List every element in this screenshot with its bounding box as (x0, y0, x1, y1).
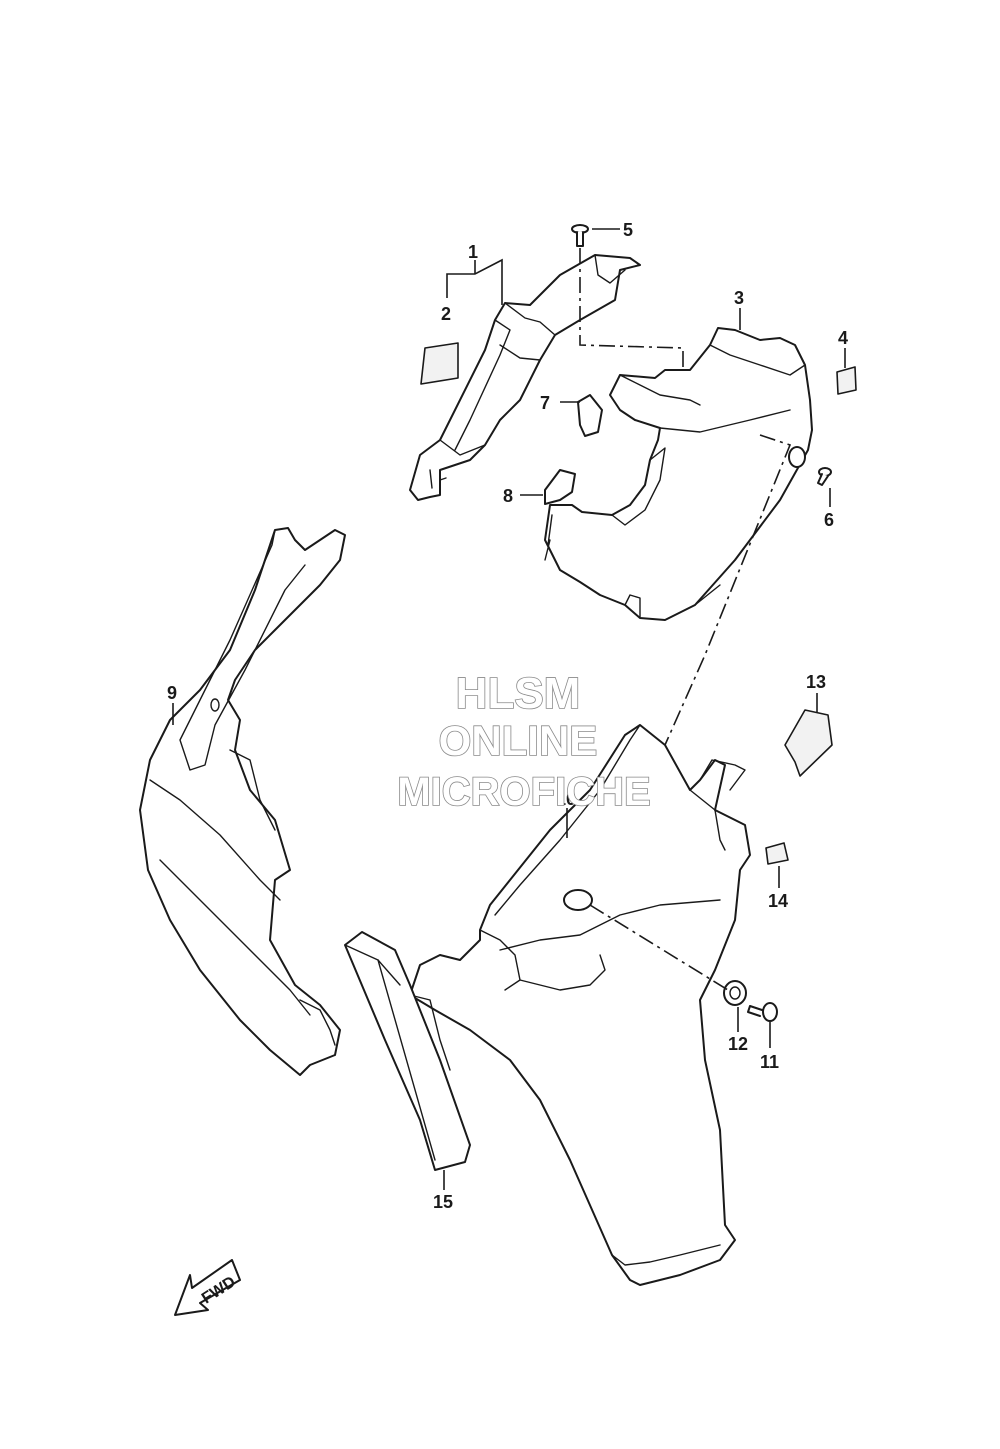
callout-4: 4 (838, 328, 848, 348)
part-4-pad (836, 366, 857, 395)
callout-1: 1 (468, 242, 478, 262)
callout-14: 14 (768, 891, 788, 911)
part-15-seal (344, 931, 471, 1171)
watermark-line-2: ONLINE (439, 717, 598, 764)
callout-2: 2 (441, 304, 451, 324)
part-10-front-cover (409, 724, 751, 1286)
fwd-direction-arrow: FWD (174, 1259, 241, 1316)
watermark-line-3: MICROFICHE (397, 770, 650, 814)
callout-12: 12 (728, 1034, 748, 1054)
fwd-arrow-icon (174, 1259, 241, 1316)
part-5-screw (571, 224, 589, 247)
callout-5: 5 (623, 220, 633, 240)
part-3-inner-cover (544, 327, 813, 621)
watermark: HLSM ONLINE MICROFICHE (397, 668, 652, 815)
part-12-grommet (723, 980, 747, 1006)
part-7-clip (577, 394, 603, 437)
callout-11: 11 (760, 1052, 779, 1072)
callout-13: 13 (806, 672, 826, 692)
callout-7: 7 (540, 393, 550, 413)
callout-6: 6 (824, 510, 834, 530)
part-13-pad (784, 709, 833, 777)
callout-10: 10 (556, 789, 576, 809)
part-6-screw (788, 446, 832, 486)
callout-9: 9 (167, 683, 177, 703)
callout-8: 8 (503, 486, 513, 506)
watermark-line-1: HLSM (456, 669, 581, 718)
part-8-clip (544, 469, 576, 505)
part-14-cap (765, 842, 789, 865)
part-9-leg-shield (139, 527, 346, 1076)
part-1-bracket (409, 254, 641, 501)
callout-3: 3 (734, 288, 744, 308)
part-11-screw (747, 1002, 778, 1022)
leader-lines (172, 228, 846, 1190)
callout-labels: 1 2 3 4 5 6 7 8 9 10 11 12 13 14 15 (167, 220, 848, 1212)
part-2-label (420, 342, 459, 385)
callout-15: 15 (433, 1192, 453, 1212)
